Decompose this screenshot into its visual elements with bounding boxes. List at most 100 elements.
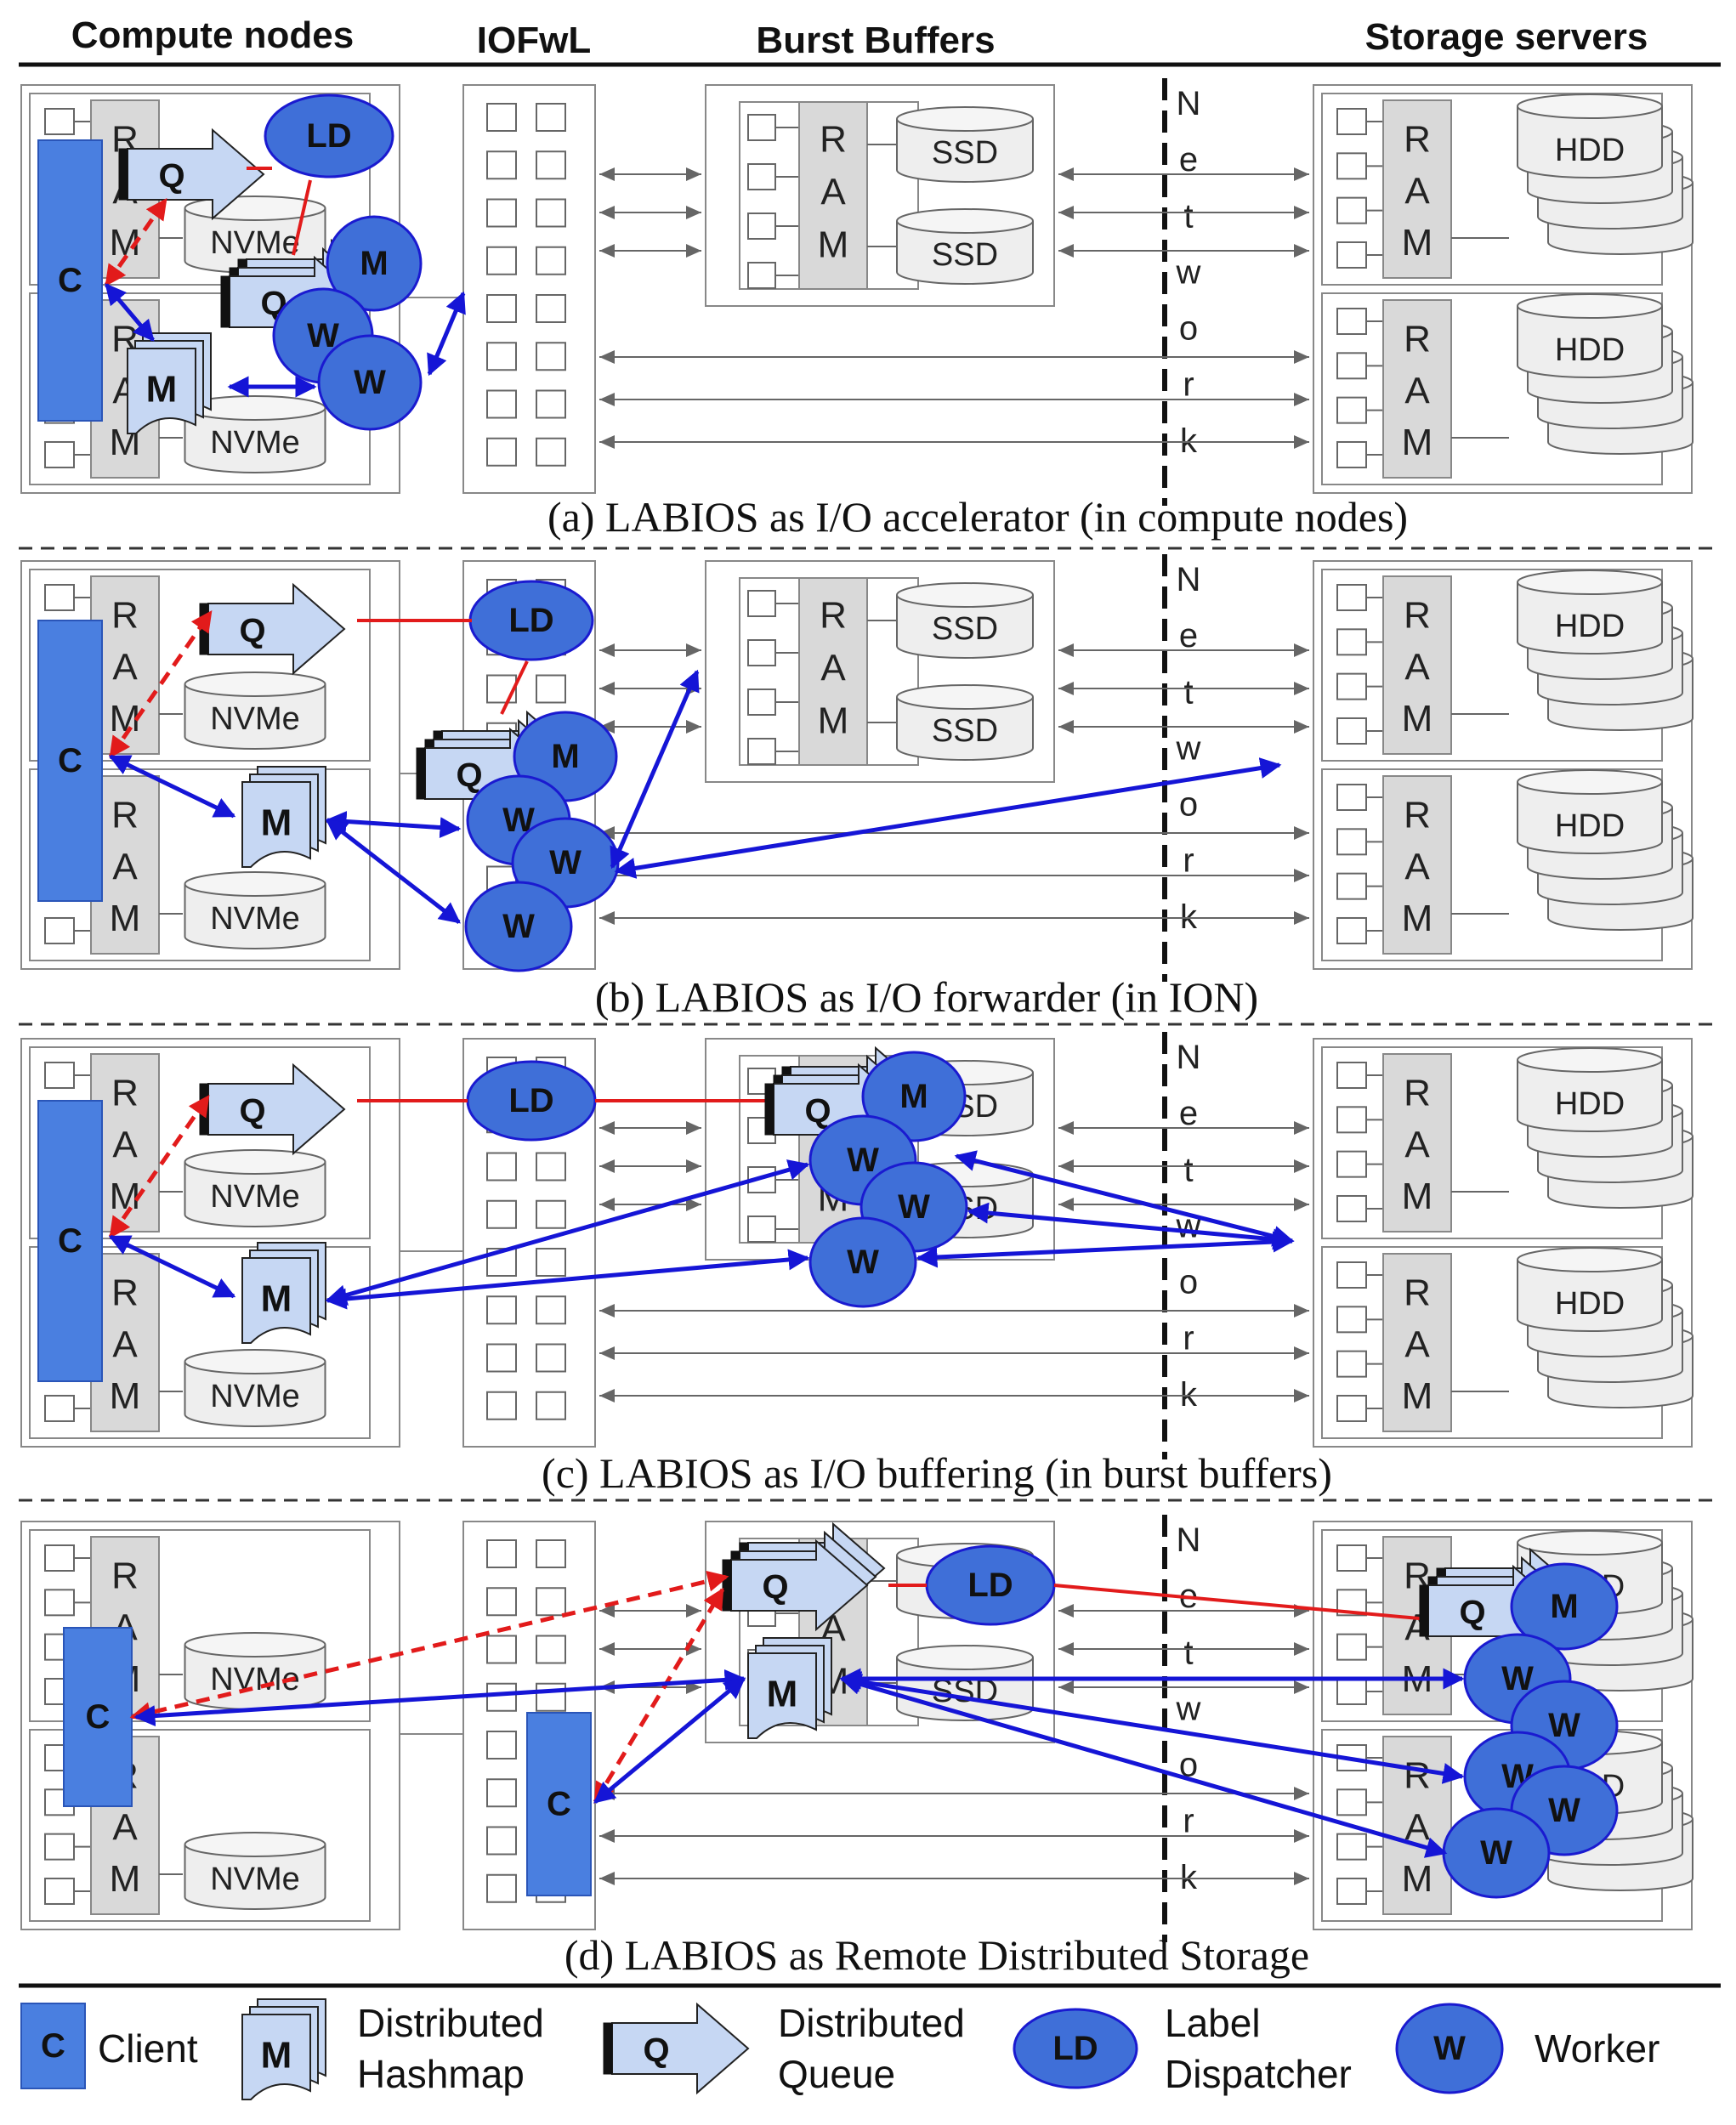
network-letter: w <box>1176 1690 1201 1727</box>
core-square <box>747 114 776 141</box>
worker: W <box>808 1216 917 1308</box>
hdd-platter <box>1517 1047 1663 1132</box>
cylinder-top <box>184 672 326 697</box>
nvme-disk: NVMe <box>184 672 326 750</box>
ram-letter: R <box>111 795 139 836</box>
network-letter: N <box>1177 1522 1201 1559</box>
cylinder-body <box>896 221 1034 285</box>
cylinder-body <box>184 408 326 473</box>
hashmap-sheet <box>241 781 311 868</box>
data-flow-arrow <box>108 1234 236 1299</box>
queue-arrow <box>730 1538 869 1632</box>
cylinder-top <box>184 1149 326 1175</box>
caption-a: (a) LABIOS as I/O accelerator (in comput… <box>547 493 1408 541</box>
hdd-platter <box>1517 94 1663 178</box>
iofwl-square <box>486 674 517 704</box>
network-letter: t <box>1183 1151 1193 1188</box>
core-square <box>1336 396 1367 424</box>
ram-letter: M <box>110 1375 141 1417</box>
hdd-label: HDD <box>1555 332 1625 368</box>
core-square <box>1336 872 1367 900</box>
label-dispatcher: LD <box>468 580 594 661</box>
iofwl-node <box>462 84 596 494</box>
disk-label: NVMe <box>210 701 300 737</box>
legend-hashmap-line2: Hashmap <box>357 2052 525 2096</box>
node-ellipse <box>464 881 573 972</box>
iofwl-square <box>536 1635 566 1664</box>
cylinder-body <box>1517 1060 1663 1132</box>
disk-label: NVMe <box>210 1379 300 1414</box>
client-label: C <box>86 1698 111 1736</box>
queue-label: Q <box>762 1568 788 1606</box>
iofwl-square <box>486 1199 517 1229</box>
dispatch-link <box>1053 1584 1429 1621</box>
ram-letter: A <box>1404 170 1430 212</box>
cylinder-top <box>184 1349 326 1374</box>
header-storage-servers: Storage servers <box>1365 16 1648 58</box>
metadata-flow-arrow <box>104 197 168 287</box>
node-ellipse <box>861 1051 967 1142</box>
client: C <box>37 1100 103 1382</box>
core-square <box>44 440 75 468</box>
ram-letter: M <box>1402 898 1433 939</box>
ram-letter: R <box>1404 1755 1431 1797</box>
distributed-queue: Q <box>722 1522 886 1632</box>
node-label: W <box>549 844 582 881</box>
cylinder-top <box>1517 94 1663 119</box>
node-label: M <box>360 245 388 282</box>
dispatch-link <box>292 179 312 256</box>
iofwl-square <box>486 437 517 467</box>
cylinder-top <box>1517 293 1663 319</box>
nvme-disk: NVMe <box>184 395 326 473</box>
core-square <box>1336 916 1367 944</box>
hashmap-sheet <box>747 1652 817 1739</box>
label-dispatcher: LD <box>466 1060 597 1142</box>
cylinder-top <box>896 684 1034 710</box>
ram-block <box>1382 99 1452 279</box>
iofwl-square <box>486 389 517 419</box>
core-square <box>1336 1677 1367 1705</box>
node-label: W <box>1433 2030 1466 2067</box>
network-letter: k <box>1180 898 1198 936</box>
ram-letter: M <box>1402 422 1433 463</box>
ram-letter: R <box>1404 1272 1431 1314</box>
label-dispatcher: LD <box>264 94 394 178</box>
cylinder-top <box>896 1645 1034 1670</box>
iofwl-square <box>536 1152 566 1182</box>
cylinder-top <box>184 1632 326 1658</box>
hdd-stack: HDD <box>1517 293 1693 455</box>
queue-arrow <box>207 582 346 676</box>
client-block <box>37 139 103 422</box>
node-ellipse <box>1510 1562 1619 1651</box>
iofwl-square <box>486 1778 517 1808</box>
cylinder-top <box>184 1832 326 1857</box>
network-letter: N <box>1177 85 1201 122</box>
client-block <box>20 2003 86 2089</box>
iofwl-square <box>486 1635 517 1664</box>
network-letter: o <box>1179 1264 1198 1301</box>
core-square <box>1336 672 1367 700</box>
network-letter: t <box>1183 197 1193 235</box>
iofwl-square <box>486 1873 517 1903</box>
core-square <box>747 738 776 765</box>
ram-letter: R <box>1404 1073 1431 1114</box>
core-square <box>1336 352 1367 380</box>
ram-letter: M <box>1402 222 1433 264</box>
core-square <box>1336 1394 1367 1422</box>
client-block <box>37 1100 103 1382</box>
disk-label: SSD <box>932 713 998 749</box>
network-letter: r <box>1183 1320 1194 1357</box>
core-square <box>44 1544 75 1572</box>
ram-letter: R <box>1404 119 1431 161</box>
caption-d: (d) LABIOS as Remote Distributed Storage <box>564 1931 1309 1979</box>
ram-letter: A <box>1404 370 1430 411</box>
cylinder-body <box>184 1362 326 1427</box>
node-ellipse <box>264 94 394 178</box>
network-letter: k <box>1180 1859 1198 1896</box>
node-label: W <box>1501 1660 1534 1697</box>
ram-letter: R <box>111 595 139 637</box>
network-letter: e <box>1179 617 1198 654</box>
cylinder-body <box>896 595 1034 659</box>
core-square <box>1336 1194 1367 1222</box>
